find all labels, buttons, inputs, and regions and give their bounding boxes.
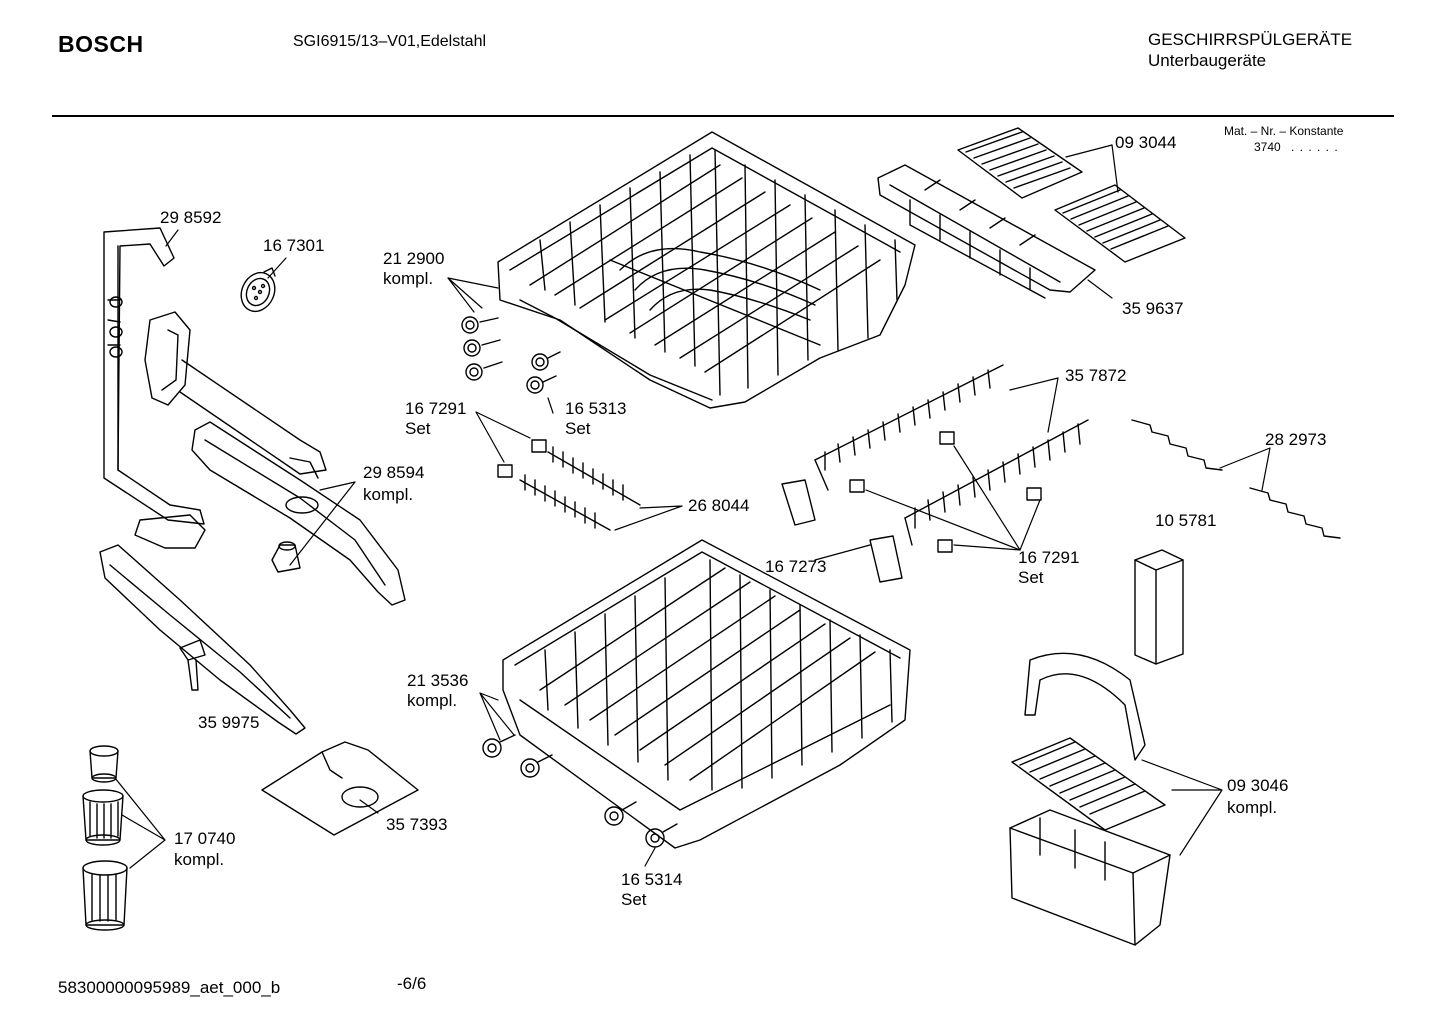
part-label-165313: 16 5313 [565, 399, 627, 418]
upper-basket-wheels [462, 317, 560, 393]
lower-basket [503, 540, 910, 848]
part-label-093044: 09 3044 [1115, 133, 1177, 152]
material-number-label: Mat. – Nr. – Konstante [1224, 124, 1344, 138]
brand-logo: BOSCH [58, 31, 144, 57]
cutlery-basket [1010, 653, 1170, 945]
spray-head-cap [235, 267, 281, 317]
model-number: SGI6915/13–V01,Edelstahl [293, 33, 487, 50]
part-label-213536: 21 3536 [407, 671, 469, 690]
upper-spray-arm [192, 422, 405, 605]
part-label-167291-right: 16 7291 [1018, 548, 1080, 567]
part-label-170740: 17 0740 [174, 829, 236, 848]
part-label-167301: 16 7301 [263, 236, 325, 255]
filter-assembly [83, 746, 127, 930]
part-note-298594: kompl. [363, 485, 414, 504]
part-label-212900: 21 2900 [383, 249, 445, 268]
part-label-298592: 29 8592 [160, 208, 222, 227]
part-label-359637: 35 9637 [1122, 299, 1184, 318]
part-label-268044: 26 8044 [688, 496, 750, 515]
part-note-212900: kompl. [383, 269, 434, 288]
cutlery-holder [1135, 550, 1183, 664]
lower-basket-wheels [483, 735, 677, 847]
upper-spray-pipe [104, 228, 205, 548]
rack-clips [498, 432, 1041, 582]
part-note-213536: kompl. [407, 691, 458, 710]
part-label-298594: 29 8594 [363, 463, 425, 482]
cup-shelves [958, 128, 1185, 262]
part-label-093046: 09 3046 [1227, 776, 1289, 795]
tine-rack [878, 165, 1095, 298]
part-label-357393: 35 7393 [386, 815, 448, 834]
part-note-170740: kompl. [174, 850, 225, 869]
part-label-282973: 28 2973 [1265, 430, 1327, 449]
part-label-359975: 35 9975 [198, 713, 260, 732]
filter-plate [262, 742, 418, 835]
document-id: 58300000095989_aet_000_b [58, 978, 281, 997]
page-number: -6/6 [397, 974, 427, 993]
part-note-165313: Set [565, 419, 591, 438]
part-label-167291-left: 16 7291 [405, 399, 467, 418]
part-note-167291-left: Set [405, 419, 431, 438]
small-tine-row [520, 447, 640, 530]
upper-basket [498, 132, 915, 408]
middle-spray-bracket [145, 312, 326, 478]
part-note-093046: kompl. [1227, 798, 1278, 817]
lower-spray-arm [100, 545, 305, 734]
material-number-dots: . . . . . . [1291, 140, 1339, 154]
part-label-105781: 10 5781 [1155, 511, 1217, 530]
part-label-357872: 35 7872 [1065, 366, 1127, 385]
category-subtitle: Unterbaugeräte [1148, 51, 1267, 70]
step-racks [1132, 420, 1340, 538]
tine-rows [815, 365, 1088, 545]
header-divider [52, 115, 1394, 117]
part-note-167291-right: Set [1018, 568, 1044, 587]
category-title: GESCHIRRSPÜLGERÄTE [1148, 30, 1353, 49]
part-note-165314: Set [621, 890, 647, 909]
part-label-165314: 16 5314 [621, 870, 683, 889]
material-number-value: 3740 [1254, 140, 1281, 154]
leader-lines [115, 145, 1270, 868]
part-label-167273: 16 7273 [765, 557, 827, 576]
